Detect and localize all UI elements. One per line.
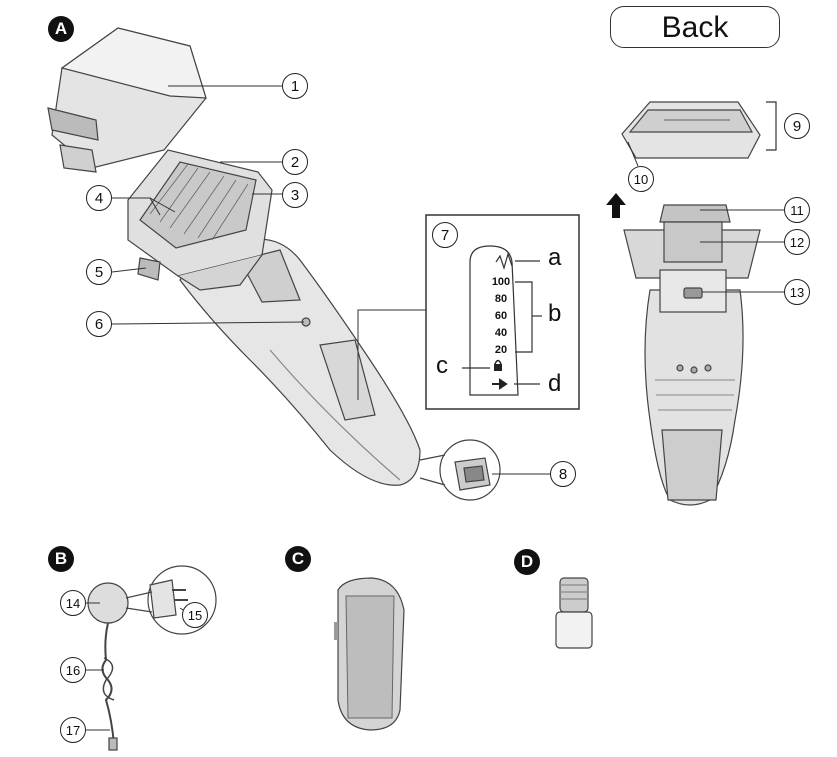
socket-zoom: [419, 439, 501, 501]
lock-icon-shape: [494, 364, 502, 371]
level-60: 60: [494, 310, 508, 322]
callout-11: 11: [784, 197, 810, 223]
callout-10: 10: [628, 166, 654, 192]
callout-14: 14: [60, 590, 86, 616]
section-b-label: B: [48, 546, 74, 572]
display-leaders: [462, 260, 542, 385]
callout-13: 13: [784, 279, 810, 305]
callout-9: 9: [784, 113, 810, 139]
shaver-head: [127, 149, 273, 291]
outer-foil-frame: [621, 101, 761, 159]
wave-icon: [492, 252, 514, 270]
callout-1: 1: [282, 73, 308, 99]
leader-lines-a: [111, 85, 550, 475]
level-40: 40: [494, 327, 508, 339]
display-label-b: b: [548, 300, 562, 327]
display-panel: [469, 245, 519, 396]
callout-6: 6: [86, 311, 112, 337]
callout-7: 7: [432, 222, 458, 248]
callout-2: 2: [282, 149, 308, 175]
callout-15: 15: [182, 602, 208, 628]
display-label-a: a: [548, 244, 562, 271]
plug-icon-shape: [492, 378, 508, 390]
up-arrow-shape: [606, 193, 626, 218]
callout-3: 3: [282, 182, 308, 208]
leader-lines-back: [700, 209, 784, 293]
protective-cap: [47, 27, 207, 173]
callout-16: 16: [60, 657, 86, 683]
shaver-back-body: [623, 204, 761, 506]
oil-bottle-drawing: [555, 577, 593, 649]
display-label-c: c: [436, 352, 448, 379]
level-100: 100: [491, 276, 511, 288]
back-button[interactable]: Back: [610, 6, 780, 48]
section-a-label: A: [48, 16, 74, 42]
ac-adapter-drawing: [87, 565, 217, 751]
callout-8: 8: [550, 461, 576, 487]
section-c-label: C: [285, 546, 311, 572]
callout-12: 12: [784, 229, 810, 255]
level-20: 20: [494, 344, 508, 356]
callout-4: 4: [86, 185, 112, 211]
display-label-d: d: [548, 370, 562, 397]
level-80: 80: [494, 293, 508, 305]
section-d-label: D: [514, 549, 540, 575]
wave-icon-shape: [495, 251, 513, 271]
callout-17: 17: [60, 717, 86, 743]
callout-5: 5: [86, 259, 112, 285]
plug-icon: [490, 378, 508, 390]
up-arrow-icon: [606, 193, 626, 218]
lock-icon: [492, 356, 504, 372]
